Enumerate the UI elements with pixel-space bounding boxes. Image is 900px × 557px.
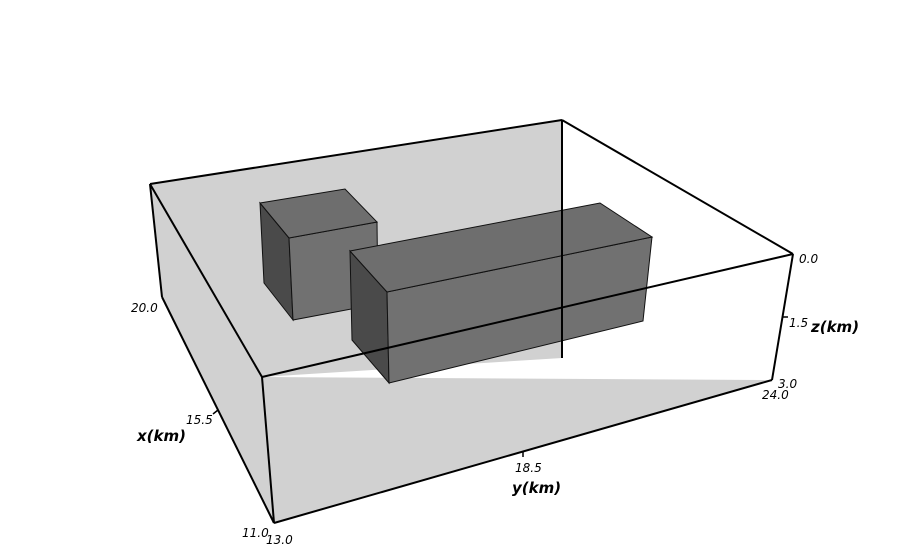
box-edge-top-front <box>261 253 794 378</box>
x-tick-label-top: 20.0 <box>131 301 158 315</box>
small-block-top-face <box>259 188 379 239</box>
x-tick-mark-mid <box>212 409 219 415</box>
y-tick-label-start: 13.0 <box>266 533 293 547</box>
z-tick-label-bottom: 3.0 <box>778 377 797 391</box>
box-edge-top-right <box>561 119 794 255</box>
tick-marks <box>212 316 788 457</box>
z-axis-title: z(km) <box>810 318 859 336</box>
box-edge-top-back <box>149 119 563 185</box>
box-edge-left-vertical <box>149 183 163 298</box>
x-tick-label-mid: 15.5 <box>186 413 213 427</box>
y-tick-label-mid: 18.5 <box>515 461 542 475</box>
y-axis-title: y(km) <box>512 479 561 497</box>
x-axis-title: x(km) <box>136 427 186 445</box>
box-edge-front-vertical <box>261 376 275 524</box>
z-tick-label-top: 0.0 <box>799 252 818 266</box>
left-wall <box>150 184 274 523</box>
z-tick-label-mid: 1.5 <box>789 316 808 330</box>
box-edge-top-left <box>149 183 263 378</box>
y-tick-label-end: 24.0 <box>762 388 789 402</box>
x-tick-label-bottom: 11.0 <box>242 526 269 540</box>
large-block-top-face <box>349 202 654 293</box>
floor-plane <box>262 377 772 523</box>
